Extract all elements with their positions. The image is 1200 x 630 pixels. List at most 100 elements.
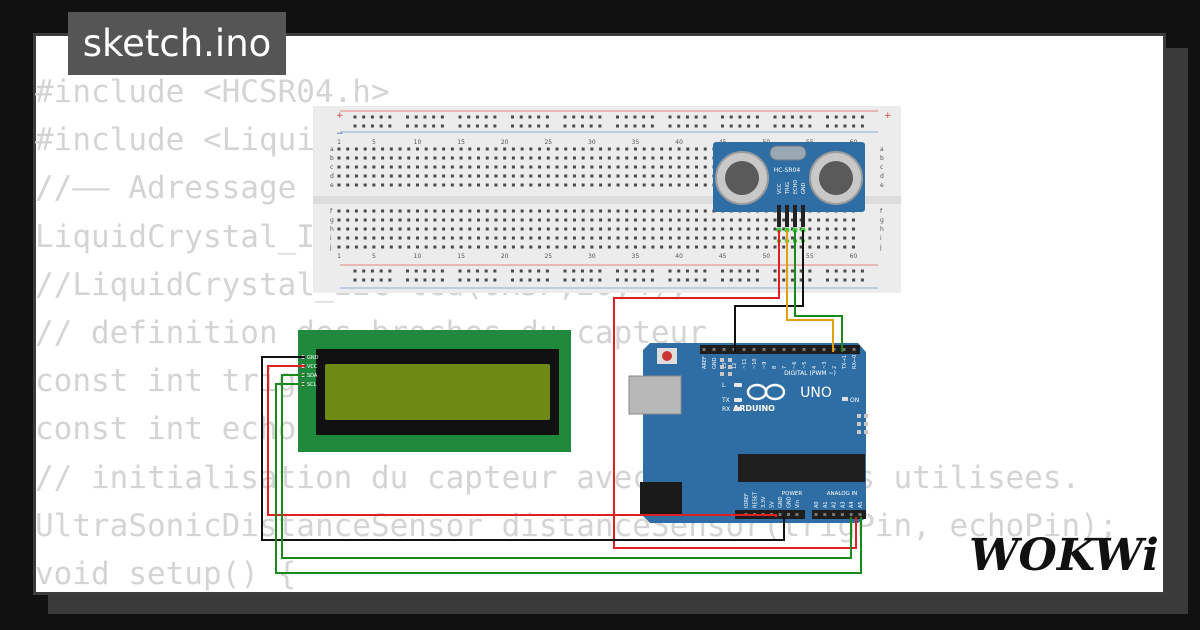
breadboard-hole[interactable]	[668, 245, 672, 249]
rail-hole[interactable]	[467, 124, 471, 128]
breadboard-hole[interactable]	[450, 147, 454, 151]
breadboard-hole[interactable]	[564, 174, 568, 178]
breadboard-hole[interactable]	[607, 218, 611, 222]
breadboard-hole[interactable]	[442, 174, 446, 178]
breadboard-hole[interactable]	[625, 245, 629, 249]
rail-hole[interactable]	[406, 115, 409, 119]
breadboard-hole[interactable]	[625, 183, 629, 187]
rail-hole[interactable]	[370, 269, 374, 273]
breadboard-hole[interactable]	[442, 147, 446, 151]
digital-pin[interactable]	[722, 348, 726, 351]
breadboard-hole[interactable]	[503, 183, 507, 187]
rail-hole[interactable]	[616, 269, 619, 273]
breadboard-hole[interactable]	[546, 236, 550, 240]
rail-hole[interactable]	[572, 124, 576, 128]
analog-pin[interactable]	[840, 513, 844, 516]
rail-hole[interactable]	[458, 278, 462, 282]
breadboard-hole[interactable]	[625, 236, 629, 240]
breadboard-hole[interactable]	[564, 165, 568, 169]
breadboard-hole[interactable]	[843, 227, 847, 231]
breadboard-hole[interactable]	[337, 183, 341, 187]
rail-hole[interactable]	[362, 278, 366, 282]
rail-hole[interactable]	[432, 278, 436, 282]
rail-hole[interactable]	[860, 124, 864, 128]
breadboard-hole[interactable]	[511, 174, 515, 178]
breadboard-hole[interactable]	[381, 227, 385, 231]
breadboard-hole[interactable]	[381, 174, 385, 178]
rail-hole[interactable]	[616, 115, 619, 119]
breadboard-hole[interactable]	[415, 227, 419, 231]
breadboard-hole[interactable]	[546, 227, 550, 231]
breadboard-hole[interactable]	[747, 245, 751, 249]
rail-hole[interactable]	[406, 124, 409, 128]
breadboard-hole[interactable]	[433, 227, 437, 231]
breadboard-hole[interactable]	[494, 218, 498, 222]
breadboard-hole[interactable]	[703, 174, 707, 178]
breadboard-hole[interactable]	[468, 174, 472, 178]
rail-hole[interactable]	[826, 278, 829, 282]
breadboard-hole[interactable]	[747, 236, 751, 240]
breadboard-hole[interactable]	[468, 227, 472, 231]
breadboard-hole[interactable]	[625, 209, 629, 213]
breadboard-hole[interactable]	[511, 183, 515, 187]
rail-hole[interactable]	[572, 278, 576, 282]
breadboard-hole[interactable]	[825, 245, 829, 249]
breadboard-hole[interactable]	[546, 156, 550, 160]
rail-hole[interactable]	[572, 115, 576, 119]
rail-hole[interactable]	[852, 278, 856, 282]
breadboard-hole[interactable]	[389, 218, 393, 222]
breadboard-hole[interactable]	[407, 227, 411, 231]
breadboard-hole[interactable]	[459, 165, 463, 169]
breadboard-hole[interactable]	[468, 236, 472, 240]
rail-hole[interactable]	[729, 115, 733, 119]
breadboard-hole[interactable]	[503, 156, 507, 160]
breadboard-hole[interactable]	[738, 245, 742, 249]
rail-hole[interactable]	[440, 269, 444, 273]
breadboard-hole[interactable]	[459, 156, 463, 160]
rail-hole[interactable]	[528, 278, 532, 282]
breadboard-hole[interactable]	[477, 209, 481, 213]
rail-hole[interactable]	[808, 278, 812, 282]
rail-hole[interactable]	[755, 115, 759, 119]
breadboard-hole[interactable]	[581, 147, 585, 151]
breadboard-hole[interactable]	[677, 236, 681, 240]
rail-hole[interactable]	[782, 124, 786, 128]
rail-hole[interactable]	[475, 115, 479, 119]
breadboard-hole[interactable]	[555, 218, 559, 222]
breadboard-hole[interactable]	[529, 218, 533, 222]
rail-hole[interactable]	[633, 115, 637, 119]
rail-hole[interactable]	[519, 269, 523, 273]
breadboard-hole[interactable]	[398, 165, 402, 169]
breadboard-hole[interactable]	[633, 236, 637, 240]
rail-hole[interactable]	[598, 278, 602, 282]
rail-hole[interactable]	[589, 278, 593, 282]
breadboard-hole[interactable]	[642, 218, 646, 222]
rail-hole[interactable]	[782, 278, 786, 282]
breadboard-hole[interactable]	[337, 236, 341, 240]
breadboard-hole[interactable]	[756, 236, 760, 240]
breadboard-hole[interactable]	[555, 236, 559, 240]
rail-hole[interactable]	[738, 124, 742, 128]
rail-hole[interactable]	[834, 278, 838, 282]
breadboard-hole[interactable]	[424, 165, 428, 169]
rail-hole[interactable]	[432, 115, 436, 119]
breadboard-hole[interactable]	[625, 147, 629, 151]
breadboard-hole[interactable]	[564, 236, 568, 240]
rail-hole[interactable]	[773, 269, 777, 273]
breadboard-hole[interactable]	[607, 174, 611, 178]
rail-hole[interactable]	[537, 124, 541, 128]
breadboard-hole[interactable]	[459, 147, 463, 151]
rail-hole[interactable]	[642, 269, 646, 273]
breadboard-hole[interactable]	[695, 156, 699, 160]
breadboard-hole[interactable]	[564, 183, 568, 187]
rail-hole[interactable]	[458, 269, 462, 273]
rail-hole[interactable]	[519, 278, 523, 282]
breadboard-hole[interactable]	[808, 236, 812, 240]
breadboard-hole[interactable]	[477, 227, 481, 231]
breadboard-hole[interactable]	[712, 236, 716, 240]
breadboard-hole[interactable]	[389, 245, 393, 249]
rail-hole[interactable]	[388, 124, 392, 128]
rail-hole[interactable]	[703, 269, 707, 273]
digital-pin[interactable]	[842, 348, 846, 351]
breadboard-hole[interactable]	[407, 165, 411, 169]
